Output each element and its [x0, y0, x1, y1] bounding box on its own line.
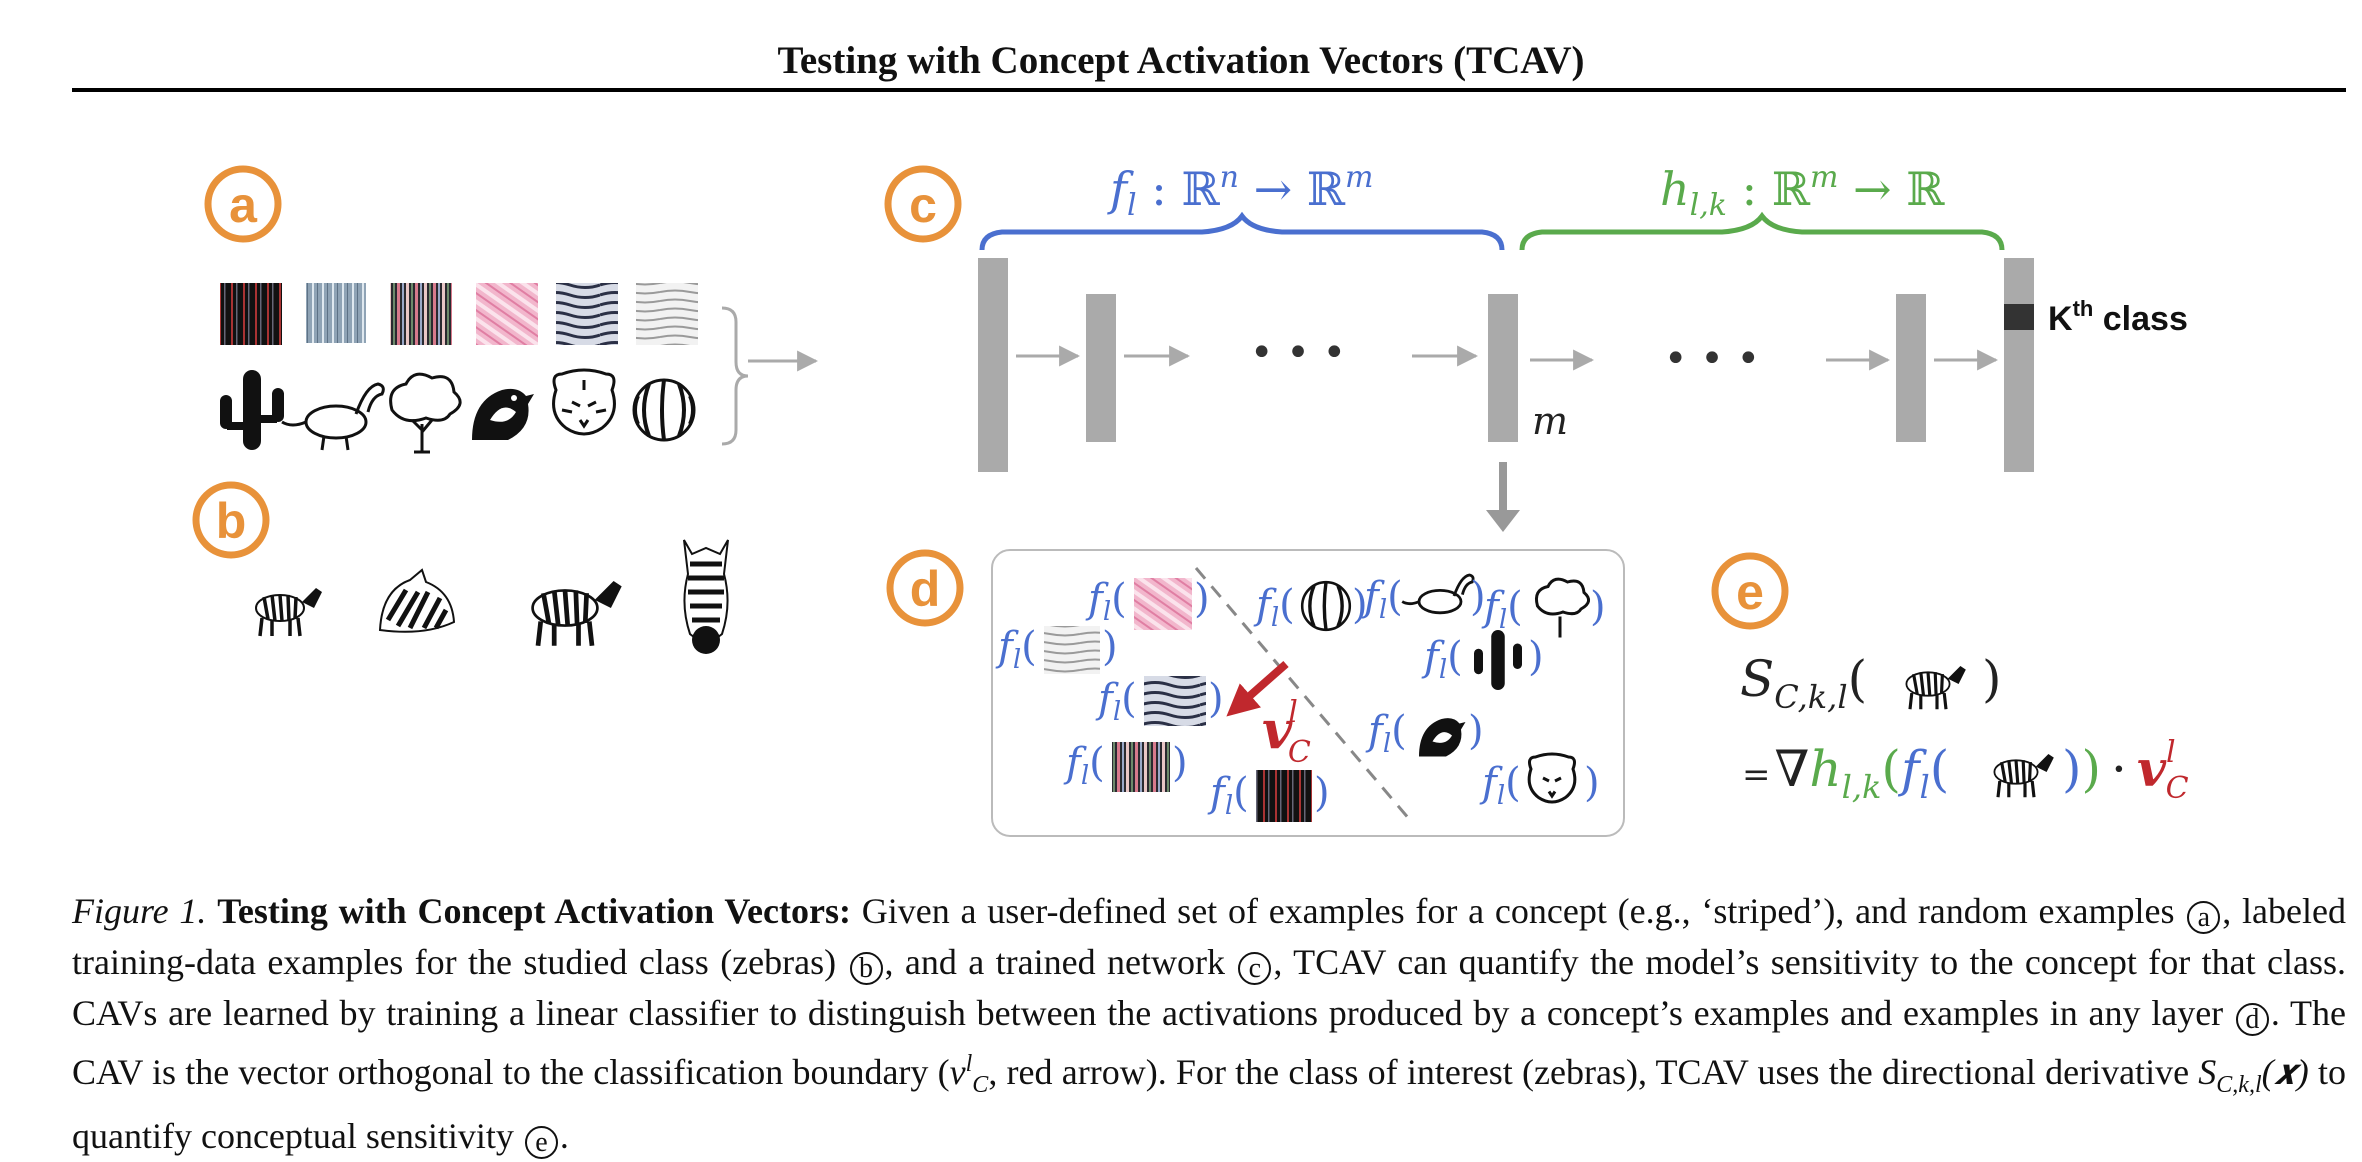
- f-watermelon-close: ): [1352, 582, 1368, 628]
- f-dark-close: ): [1314, 770, 1330, 816]
- panel-b: b: [192, 481, 729, 654]
- zebra-in-formula-2: [1992, 752, 2056, 799]
- panel-b-label: b: [216, 493, 247, 549]
- f-multi-close: ): [1172, 740, 1188, 786]
- panel-a: a: [204, 165, 819, 454]
- ellipsis-1: • • •: [1250, 330, 1346, 376]
- caption-text-7: to quantify conceptual sensitivity: [72, 1052, 2346, 1157]
- f-bird-close: ): [1468, 708, 1484, 754]
- f-tiger: fl(: [1479, 760, 1521, 811]
- caption-ref-c: c: [1238, 952, 1272, 985]
- caption-ref-b: b: [849, 952, 883, 985]
- stripe-image-pink: [476, 283, 538, 345]
- caption-fig-label: Figure 1.: [72, 891, 207, 931]
- caption-text-2: , labeled training-data examples for the…: [72, 891, 2346, 982]
- title-rule: [72, 88, 2346, 92]
- tree-icon: [389, 372, 462, 454]
- f-wave-close: ): [1208, 676, 1224, 722]
- panel-e-label: e: [1736, 564, 1764, 620]
- h-brace: [1519, 211, 2005, 251]
- layer-hidden-2: [1896, 294, 1926, 442]
- caption-text-5: . The CAV is the vector orthogonal to th…: [72, 993, 2346, 1092]
- figure-caption: Figure 1. Testing with Concept Activatio…: [72, 886, 2346, 1162]
- layer-input: [978, 258, 1008, 472]
- stripe-image-wave: [556, 283, 618, 345]
- caption-ref-e: e: [524, 1126, 558, 1160]
- layer-hidden-1: [1086, 294, 1116, 442]
- panel-d: d fl( ) fl( ) fl( ) fl( ) fl( ) fl( ) fl…: [886, 549, 1625, 837]
- f-pink-close: ): [1194, 576, 1210, 622]
- panel-c-label: c: [909, 177, 937, 233]
- f-map-label: fl : ℝn → ℝm: [1107, 160, 1373, 223]
- zebra-image-1: [254, 586, 324, 638]
- f-tree-close: ): [1590, 584, 1606, 630]
- layer-l: [1488, 294, 1518, 442]
- f-gray: fl(: [995, 624, 1037, 675]
- ellipsis-2: • • •: [1664, 336, 1760, 382]
- classification-boundary: [1194, 567, 1412, 821]
- zebra-in-formula-1: [1904, 664, 1968, 711]
- caption-text-6: , red arrow). For the class of interest …: [988, 1052, 2199, 1092]
- caption-text-4: , TCAV can quantify the model’s sensitiv…: [72, 942, 2347, 1033]
- figure-header: Testing with Concept Activation Vectors …: [0, 0, 2362, 100]
- caption-text-8: .: [559, 1116, 569, 1157]
- f-dark: fl(: [1207, 770, 1249, 821]
- caption-bold-title: Testing with Concept Activation Vectors:: [217, 891, 851, 931]
- zebra-image-4: [683, 539, 729, 654]
- caption-text-3: , and a trained network: [884, 942, 1237, 982]
- cactus-icon: [220, 370, 284, 450]
- dinosaur-icon: [281, 382, 385, 451]
- stripe-image-gray: [636, 283, 698, 345]
- stripe-image-multi: [390, 283, 452, 345]
- f-watermelon: fl(: [1253, 582, 1295, 633]
- bird-icon: [472, 388, 534, 440]
- caption-ref-d: d: [2235, 1003, 2269, 1036]
- panel-d-label: d: [910, 561, 941, 617]
- f-gray-close: ): [1102, 624, 1118, 670]
- stripe-image-dark: [220, 283, 282, 345]
- panel-a-label: a: [229, 177, 258, 233]
- kth-class-label: Kth class: [2048, 296, 2188, 338]
- h-map-label: hl,k : ℝm → ℝ: [1660, 160, 1945, 223]
- layer-output: [2004, 258, 2034, 472]
- caption-ref-a: a: [2187, 901, 2221, 934]
- examples-brace: [721, 306, 749, 446]
- f-cactus-close: ): [1528, 634, 1544, 680]
- f-brace: [979, 211, 1505, 251]
- f-tiger-close: ): [1584, 760, 1600, 806]
- zebra-image-3: [533, 581, 622, 646]
- cav-arrow: [1226, 660, 1289, 717]
- stripe-image-blue: [306, 283, 366, 343]
- panel-c: c fl : ℝn → ℝm hl,k : ℝm → ℝ • • • • • •…: [884, 160, 2188, 532]
- tiger-icon: [552, 368, 616, 436]
- watermelon-icon: [632, 378, 696, 442]
- caption-s-symbol: SC,k,l(𝒙): [2198, 1052, 2309, 1099]
- tcav-figure: a: [192, 160, 2189, 837]
- layer-m-label: m: [1532, 399, 1568, 443]
- sensitivity-lhs-close: ): [1982, 650, 2002, 708]
- zebra-image-2: [378, 568, 456, 633]
- sensitivity-lhs: SC,k,l(: [1740, 650, 1867, 716]
- kth-class-unit: [2004, 304, 2034, 330]
- figure-title: Testing with Concept Activation Vectors …: [777, 39, 1585, 82]
- sensitivity-rhs: =∇hl,k(fl(: [1742, 740, 1949, 806]
- f-dinosaur-close: ): [1470, 574, 1486, 620]
- caption-text-1: Given a user-defined set of examples for…: [850, 891, 2186, 931]
- caption-cav-symbol: vlC: [949, 1051, 989, 1099]
